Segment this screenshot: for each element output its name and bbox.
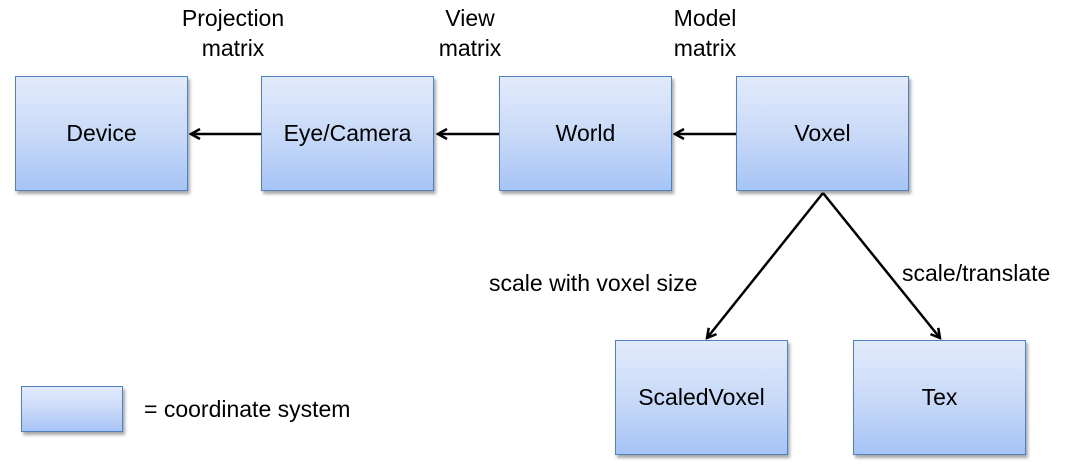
scale-voxel-size-label: scale with voxel size	[489, 270, 698, 296]
node-scaled-voxel-label: ScaledVoxel	[638, 384, 765, 410]
view-matrix-label: View matrix	[410, 3, 530, 63]
node-world-label: World	[555, 120, 616, 146]
node-tex-label: Tex	[921, 384, 958, 410]
node-voxel-label: Voxel	[794, 120, 851, 146]
view-label-line1: View	[445, 5, 495, 31]
model-matrix-label: Model matrix	[645, 3, 765, 63]
projection-label-line1: Projection	[181, 5, 285, 31]
node-tex: Tex	[853, 340, 1026, 455]
node-eye-camera-label: Eye/Camera	[283, 120, 412, 146]
view-label-line2: matrix	[438, 35, 502, 61]
node-device: Device	[15, 76, 188, 191]
legend-swatch	[21, 386, 123, 432]
arrow-voxel-to-tex	[822, 192, 940, 338]
scale-translate-label: scale/translate	[902, 260, 1051, 286]
node-device-label: Device	[66, 120, 137, 146]
node-world: World	[499, 76, 672, 191]
node-eye-camera: Eye/Camera	[261, 76, 434, 191]
arrow-voxel-to-scaledvoxel	[707, 192, 824, 338]
projection-matrix-label: Projection matrix	[163, 3, 303, 63]
projection-label-line2: matrix	[201, 35, 265, 61]
node-scaled-voxel: ScaledVoxel	[615, 340, 788, 455]
legend-text: = coordinate system	[144, 396, 351, 422]
model-label-line2: matrix	[673, 35, 737, 61]
node-voxel: Voxel	[736, 76, 909, 191]
model-label-line1: Model	[673, 5, 737, 31]
